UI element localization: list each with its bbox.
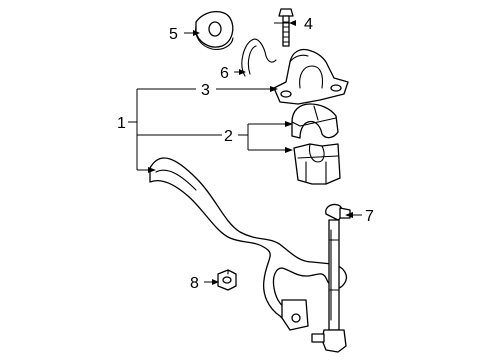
callout-2: 2: [224, 128, 233, 145]
bushing-upper-part: [291, 103, 339, 139]
bushing-lower-part: [293, 143, 341, 185]
callout-4: 4: [304, 16, 313, 33]
nut-part: [217, 269, 237, 291]
callout-8: 8: [190, 275, 199, 292]
callout-1: 1: [117, 115, 126, 132]
callout-3: 3: [201, 82, 210, 99]
stabilizer-bar-part: [149, 157, 347, 331]
callout-5: 5: [169, 26, 178, 43]
bolt-part: [278, 8, 294, 47]
leader-lines: [128, 20, 362, 285]
bracket-part: [273, 48, 349, 105]
washer-part: [195, 11, 234, 50]
clip-part: [241, 38, 277, 77]
callout-6: 6: [220, 65, 229, 82]
callout-7: 7: [365, 208, 374, 225]
